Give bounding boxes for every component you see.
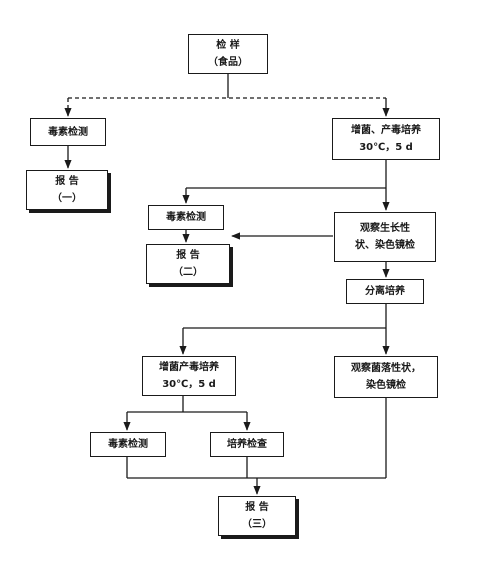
node-toxin2: 毒素检测: [148, 205, 224, 230]
node-enrich2-line2: 30℃，5 d: [162, 379, 216, 390]
node-observe1-line1: 观察生长性: [360, 223, 410, 234]
node-toxin1: 毒素检测: [30, 118, 106, 146]
node-culture-check-line1: 培养检查: [227, 439, 267, 450]
node-observe1: 观察生长性 状、染色镜检: [334, 212, 436, 262]
node-enrich1-line2: 30℃，5 d: [359, 142, 413, 153]
node-report2-line2: （二）: [173, 267, 203, 278]
node-toxin3: 毒素检测: [90, 432, 166, 457]
node-observe2-line1: 观察菌落性状，: [351, 363, 421, 374]
node-enrich2-line1: 增菌产毒培养: [159, 362, 219, 373]
node-observe2: 观察菌落性状， 染色镜检: [334, 356, 438, 398]
node-report3-line1: 报 告: [245, 502, 269, 513]
node-report2: 报 告 （二）: [146, 244, 230, 284]
node-sample-line1: 检 样: [216, 40, 240, 51]
node-sample: 检 样 （食品）: [188, 34, 268, 74]
node-report1: 报 告 （一）: [26, 170, 108, 210]
node-report3: 报 告 （三）: [218, 496, 296, 536]
node-isolate: 分离培养: [346, 279, 424, 304]
node-report1-line2: （一）: [52, 193, 82, 204]
node-sample-line2: （食品）: [208, 57, 248, 68]
node-report1-line1: 报 告: [55, 176, 79, 187]
node-enrich1: 增菌、产毒培养 30℃，5 d: [332, 118, 440, 160]
node-enrich2: 增菌产毒培养 30℃，5 d: [142, 356, 236, 396]
node-observe2-line2: 染色镜检: [366, 380, 406, 391]
node-toxin2-line1: 毒素检测: [166, 212, 206, 223]
node-observe1-line2: 状、染色镜检: [355, 240, 415, 251]
node-report3-line2: （三）: [242, 519, 272, 530]
node-culture-check: 培养检查: [210, 432, 284, 457]
node-toxin3-line1: 毒素检测: [108, 439, 148, 450]
node-toxin1-line1: 毒素检测: [48, 126, 88, 138]
node-enrich1-line1: 增菌、产毒培养: [351, 125, 421, 136]
node-isolate-line1: 分离培养: [365, 286, 405, 297]
node-report2-line1: 报 告: [176, 250, 200, 261]
